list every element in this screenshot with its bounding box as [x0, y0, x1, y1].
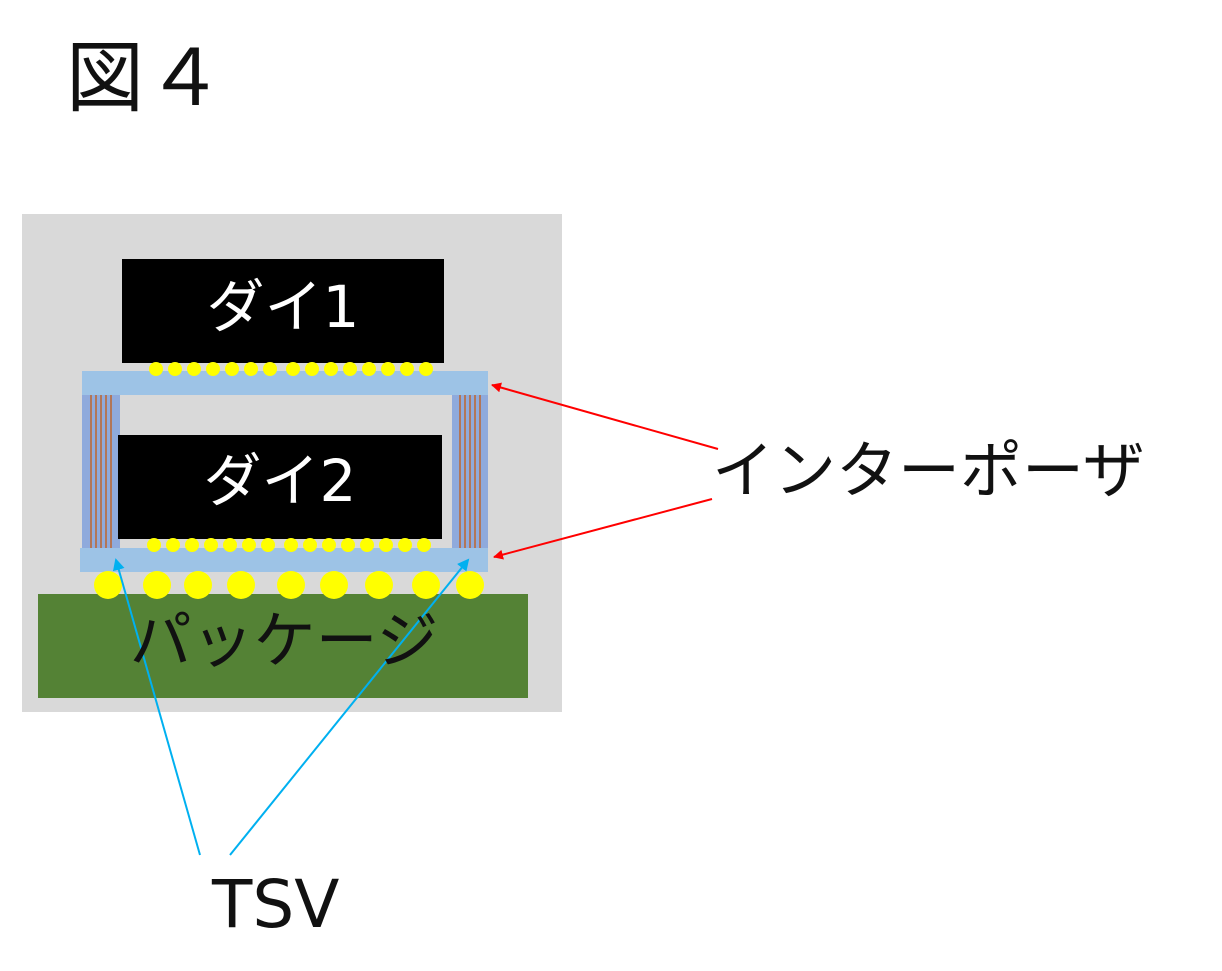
interposer-bottom [80, 548, 488, 572]
interposer-arrow-bottom [493, 498, 713, 560]
tsv-pillar-left [82, 395, 120, 551]
die-1-label: ダイ1 [206, 273, 360, 341]
microbumps-die-1 [149, 362, 433, 376]
tsv-label: TSV [212, 866, 340, 943]
figure-title: 図４ [66, 34, 227, 124]
interposer-arrow-top [491, 382, 719, 450]
package-substrate [38, 594, 528, 698]
die-2-label: ダイ2 [203, 447, 357, 515]
interposer-top [82, 371, 488, 395]
tsv-arrow-left [112, 558, 201, 856]
microbumps-die-2 [147, 538, 431, 552]
interposer-label: インターポーザ [712, 434, 1145, 507]
tsv-pillar-right [452, 395, 488, 551]
solder-balls [94, 571, 484, 599]
package-label: パッケージ [129, 604, 439, 677]
die-2 [118, 435, 442, 539]
die-1 [122, 259, 444, 363]
tsv-arrow-right [229, 558, 470, 856]
